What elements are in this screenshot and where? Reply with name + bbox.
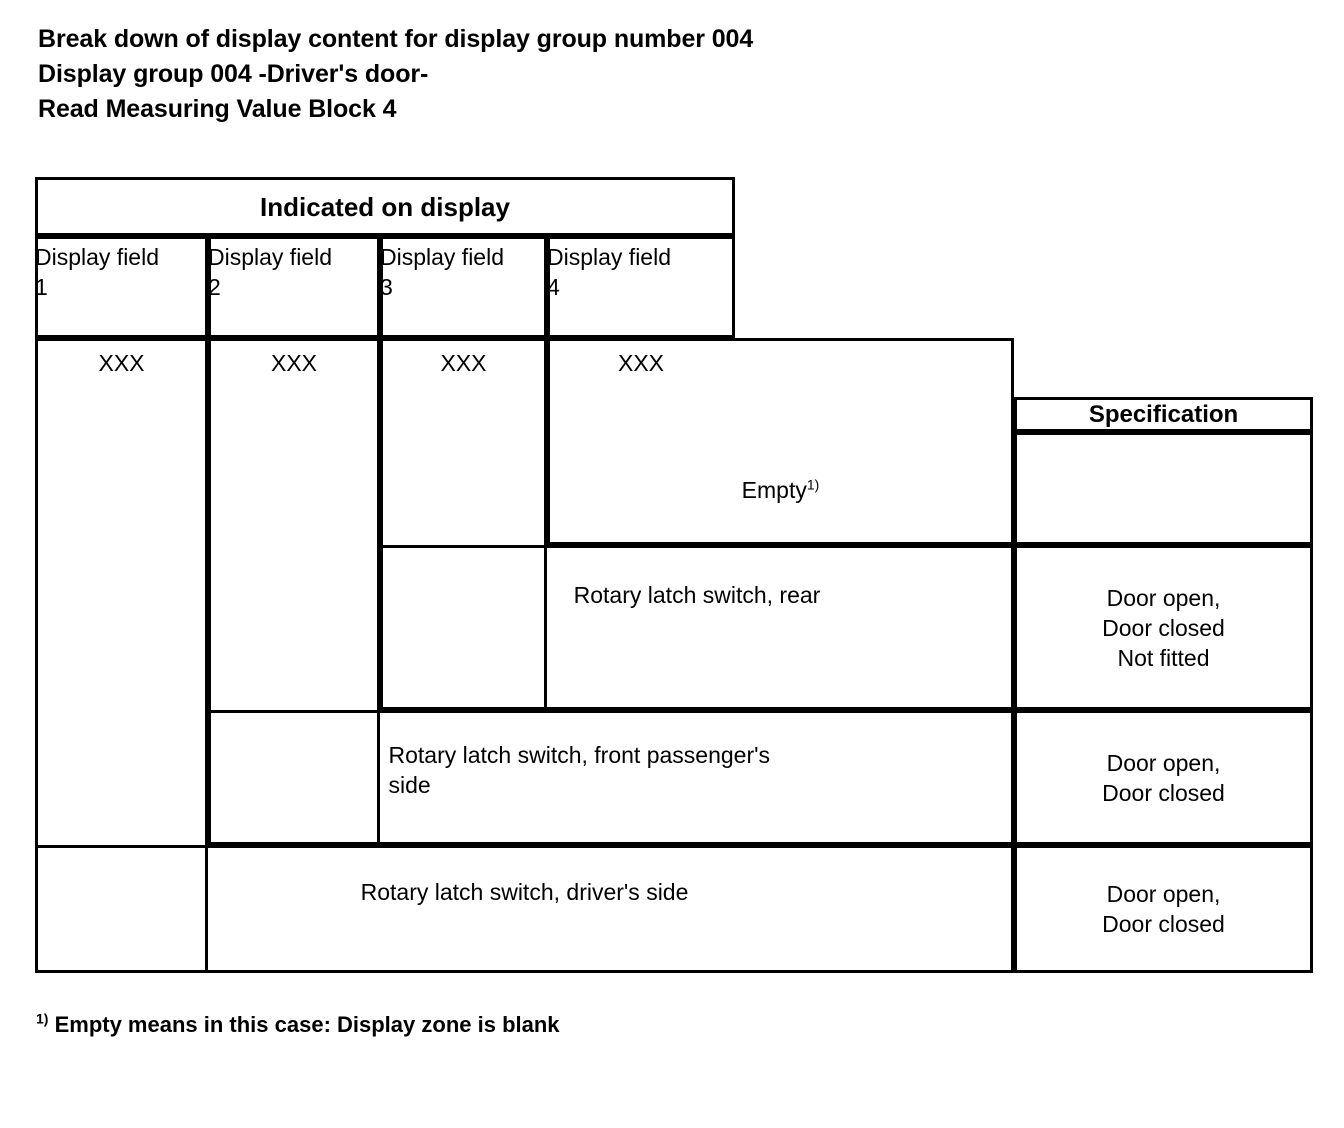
title-line-3: Read Measuring Value Block 4 (38, 95, 397, 123)
specification-cell-4 (1014, 845, 1313, 973)
display-field-4-column-cell (547, 338, 1014, 545)
row-2-description-cell (380, 545, 1014, 710)
page-title: Break down of display content for displa… (38, 22, 1138, 127)
footnote-text: Empty means in this case: Display zone i… (54, 1012, 560, 1037)
indicated-on-display-header-cell (35, 177, 735, 236)
specification-header-cell (1014, 397, 1313, 432)
specification-cell-1 (1014, 432, 1313, 545)
row-3-description-cell (208, 710, 1014, 845)
footnote: 1) Empty means in this case: Display zon… (36, 1012, 560, 1038)
title-line-1: Break down of display content for displa… (38, 25, 754, 53)
row-4-description-cell (35, 845, 1014, 973)
display-field-4-header-cell (547, 236, 735, 338)
specification-cell-2 (1014, 545, 1313, 710)
display-field-3-header-cell (380, 236, 547, 338)
display-field-1-header-cell (35, 236, 208, 338)
footnote-marker: 1) (36, 1010, 49, 1027)
display-field-2-header-cell (208, 236, 380, 338)
specification-cell-3 (1014, 710, 1313, 845)
title-line-2: Display group 004 -Driver's door- (38, 60, 429, 88)
